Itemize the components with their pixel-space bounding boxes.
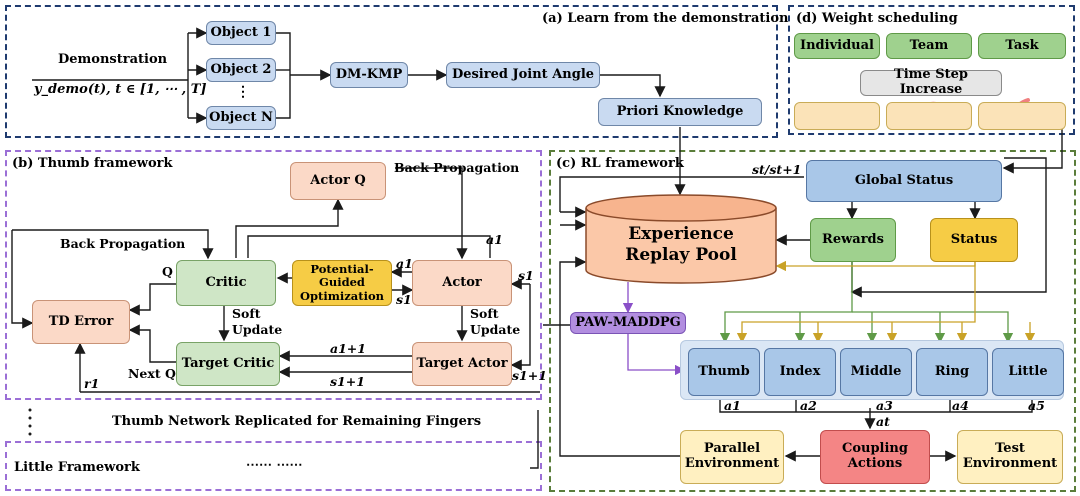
priori-knowledge-box: Priori Knowledge bbox=[598, 98, 762, 126]
cylinder-shape bbox=[585, 194, 777, 284]
little-framework-dots: ⋯⋯ ⋯⋯ bbox=[246, 458, 303, 473]
weight-team: Team bbox=[886, 33, 972, 59]
weight-arrow-task bbox=[978, 102, 1066, 130]
action-a2: a2 bbox=[800, 398, 817, 413]
state-transition-label: st/st+1 bbox=[752, 162, 802, 177]
demonstration-formula: y_demo(t), t ∈ [1, ⋯ , T] bbox=[34, 82, 207, 97]
finger-thumb: Thumb bbox=[688, 348, 760, 396]
action-a1: a1 bbox=[724, 398, 741, 413]
panel-b-frame bbox=[5, 150, 542, 400]
pgo-line-2: Optimization bbox=[300, 288, 384, 303]
desired-joint-angle-box: Desired Joint Angle bbox=[446, 62, 600, 88]
test-line-2: Environment bbox=[962, 456, 1058, 471]
action-a5: a5 bbox=[1028, 398, 1045, 413]
weight-individual: Individual bbox=[794, 33, 880, 59]
object-1-box: Object 1 bbox=[206, 21, 276, 45]
coupling-line-2: Actions bbox=[847, 456, 903, 471]
test-environment-box: Test Environment bbox=[957, 430, 1063, 484]
a1-label-top: a1 bbox=[486, 232, 503, 247]
action-a4: a4 bbox=[952, 398, 969, 413]
object-n-box: Object N bbox=[206, 106, 276, 130]
s1plus1-label-right: s1+1 bbox=[512, 368, 547, 383]
panel-a-frame bbox=[5, 5, 778, 138]
actor-box: Actor bbox=[412, 260, 512, 306]
soft-update-1-b: Update bbox=[232, 322, 283, 337]
panel-a-title: (a) Learn from the demonstration bbox=[542, 11, 789, 26]
object-2-box: Object 2 bbox=[206, 58, 276, 82]
demonstration-label: Demonstration bbox=[58, 52, 168, 67]
weight-task: Task bbox=[978, 33, 1066, 59]
target-critic-box: Target Critic bbox=[176, 342, 280, 386]
weight-arrow-team bbox=[886, 102, 972, 130]
parallel-environment-box: Parallel Environment bbox=[680, 430, 784, 484]
soft-update-2-a: Soft bbox=[470, 306, 499, 321]
coupling-line-1: Coupling bbox=[842, 441, 908, 457]
critic-box: Critic bbox=[176, 260, 276, 306]
replicated-label: Thumb Network Replicated for Remaining F… bbox=[112, 414, 482, 429]
td-error-box: TD Error bbox=[32, 300, 130, 344]
parallel-line-1: Parallel bbox=[703, 441, 761, 457]
finger-middle: Middle bbox=[840, 348, 912, 396]
action-a3: a3 bbox=[876, 398, 893, 413]
next-q-label: Next Q bbox=[128, 366, 176, 381]
actor-q-box: Actor Q bbox=[290, 162, 386, 200]
finger-index: Index bbox=[764, 348, 836, 396]
s1plus1-label: s1+1 bbox=[330, 374, 365, 389]
test-line-1: Test bbox=[995, 441, 1025, 457]
panel-b-title: (b) Thumb framework bbox=[12, 156, 173, 171]
action-at: at bbox=[876, 414, 890, 429]
pgo-line-1: Potential-Guided bbox=[310, 262, 374, 290]
q-label: Q bbox=[162, 264, 173, 279]
exp-line-2: Replay Pool bbox=[625, 245, 737, 266]
little-framework-frame bbox=[5, 441, 542, 491]
target-actor-box: Target Actor bbox=[412, 342, 512, 386]
s1-label-right: s1 bbox=[518, 268, 534, 283]
time-step-increase-box: Time Step Increase bbox=[860, 67, 1002, 97]
status-box: Status bbox=[930, 218, 1018, 262]
coupling-actions-box: Coupling Actions bbox=[820, 430, 930, 484]
object-ellipsis: ⋮ bbox=[236, 84, 250, 100]
dm-kmp-box: DM-KMP bbox=[330, 62, 408, 88]
rewards-box: Rewards bbox=[810, 218, 896, 262]
a1-label-pgo: a1 bbox=[396, 256, 413, 271]
panel-c-title: (c) RL framework bbox=[556, 156, 684, 171]
soft-update-1-a: Soft bbox=[232, 306, 261, 321]
little-framework-label: Little Framework bbox=[14, 460, 140, 475]
panel-d-frame bbox=[788, 5, 1075, 135]
global-status-box: Global Status bbox=[806, 160, 1002, 202]
finger-ring: Ring bbox=[916, 348, 988, 396]
soft-update-2-b: Update bbox=[470, 322, 521, 337]
panel-d-title: (d) Weight scheduling bbox=[796, 11, 958, 26]
exp-line-1: Experience bbox=[628, 224, 734, 244]
a1plus1-label: a1+1 bbox=[330, 341, 366, 356]
r1-label: r1 bbox=[84, 376, 100, 391]
parallel-line-2: Environment bbox=[684, 456, 780, 471]
panel-c-frame bbox=[549, 150, 1076, 492]
paw-maddpg-box: PAW-MADDPG bbox=[570, 312, 686, 334]
s1-label-pgo: s1 bbox=[396, 292, 412, 307]
weight-arrow-individual bbox=[794, 102, 880, 130]
back-propagation-label-2: Back Propagation bbox=[60, 236, 186, 251]
finger-little: Little bbox=[992, 348, 1064, 396]
experience-replay-pool: Experience Replay Pool bbox=[585, 194, 777, 284]
experience-replay-text: Experience Replay Pool bbox=[585, 224, 777, 267]
back-propagation-label-1: Back Propagation bbox=[394, 160, 520, 175]
potential-guided-optimization-box: Potential-Guided Optimization bbox=[292, 260, 392, 306]
